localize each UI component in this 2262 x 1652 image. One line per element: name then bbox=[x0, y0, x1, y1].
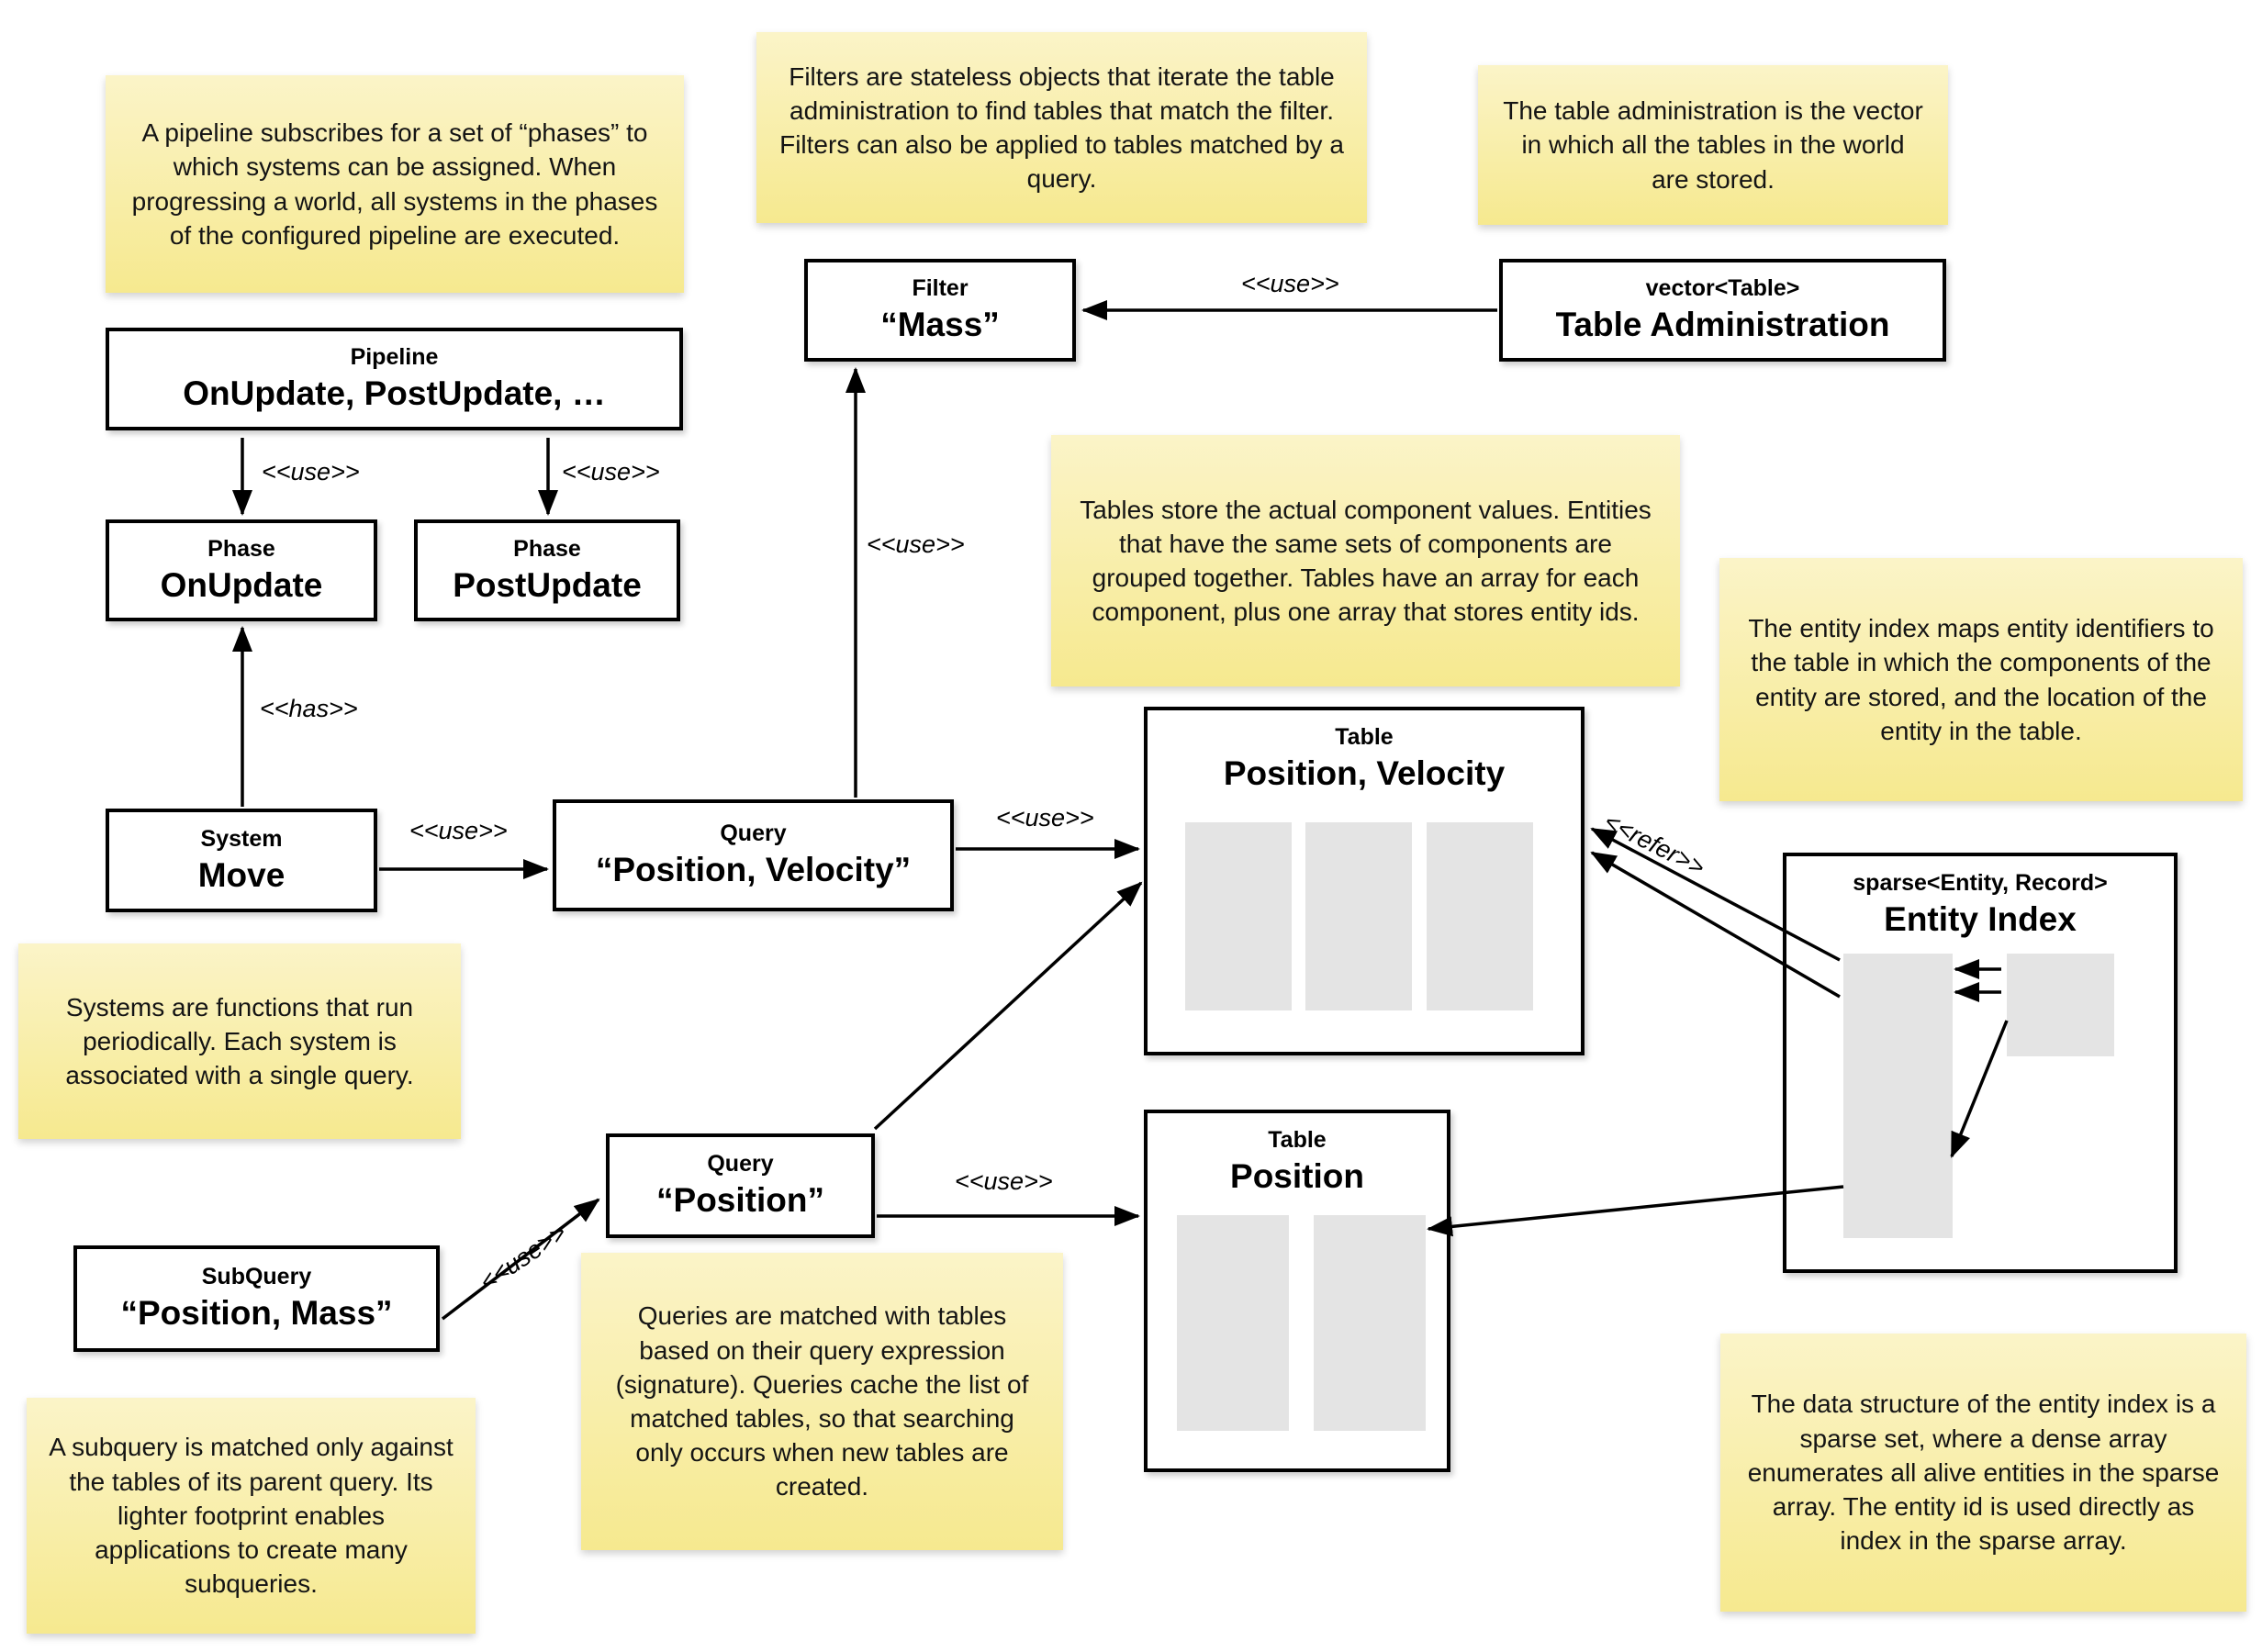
box-pipeline: Pipeline OnUpdate, PostUpdate, … bbox=[106, 328, 683, 430]
box-filter-mass-label: “Mass” bbox=[880, 306, 1000, 344]
box-phase-onupdate-title: Phase bbox=[207, 535, 275, 562]
box-subquery-position-mass-label: “Position, Mass” bbox=[120, 1294, 393, 1333]
box-subquery-position-mass-title: SubQuery bbox=[201, 1264, 312, 1290]
box-subquery-position-mass: SubQuery “Position, Mass” bbox=[73, 1245, 440, 1352]
box-phase-postupdate-label: PostUpdate bbox=[453, 565, 642, 604]
edge-label-use-system-query: <<use>> bbox=[409, 817, 508, 844]
box-query-position-title: Query bbox=[707, 1151, 774, 1178]
note-table-administration: The table administration is the vector i… bbox=[1478, 65, 1948, 225]
box-phase-postupdate: Phase PostUpdate bbox=[414, 519, 680, 621]
edge-label-use-query-table-pv: <<use>> bbox=[996, 804, 1094, 832]
box-query-position-velocity: Query “Position, Velocity” bbox=[553, 799, 954, 911]
arrow-query-p-to-table-pv bbox=[873, 881, 1143, 1131]
component-array bbox=[1185, 822, 1292, 1010]
box-pipeline-title: Pipeline bbox=[350, 344, 439, 371]
box-table-position-velocity: Table Position, Velocity bbox=[1144, 707, 1585, 1055]
box-table-position-title: Table bbox=[1268, 1127, 1327, 1153]
box-query-position-label: “Position” bbox=[656, 1181, 824, 1220]
box-system-move: System Move bbox=[106, 809, 377, 912]
box-phase-onupdate-label: OnUpdate bbox=[160, 565, 323, 604]
box-table-position: Table Position bbox=[1144, 1110, 1450, 1472]
component-array bbox=[1314, 1215, 1426, 1431]
box-table-position-velocity-title: Table bbox=[1335, 724, 1394, 750]
note-subquery: A subquery is matched only against the t… bbox=[27, 1398, 476, 1634]
box-query-position: Query “Position” bbox=[606, 1133, 875, 1238]
box-entity-index: sparse<Entity, Record> Entity Index bbox=[1783, 853, 2178, 1273]
dense-array bbox=[2007, 954, 2114, 1056]
box-system-move-label: Move bbox=[197, 855, 286, 894]
box-phase-onupdate: Phase OnUpdate bbox=[106, 519, 377, 621]
box-phase-postupdate-title: Phase bbox=[513, 535, 581, 562]
edge-label-use-subquery-query: <<use>> bbox=[475, 1218, 572, 1297]
box-query-position-velocity-label: “Position, Velocity” bbox=[595, 851, 912, 889]
box-filter-mass-title: Filter bbox=[912, 275, 969, 302]
note-sparse-set: The data structure of the entity index i… bbox=[1720, 1334, 2246, 1612]
box-filter-mass: Filter “Mass” bbox=[804, 259, 1076, 362]
edge-label-use-pipeline-postupdate: <<use>> bbox=[562, 458, 660, 486]
box-table-administration-label: Table Administration bbox=[1555, 306, 1890, 344]
edge-label-use-pipeline-onupdate: <<use>> bbox=[262, 458, 360, 486]
box-table-administration: vector<Table> Table Administration bbox=[1499, 259, 1946, 362]
box-table-administration-title: vector<Table> bbox=[1645, 275, 1800, 302]
note-pipeline: A pipeline subscribes for a set of “phas… bbox=[106, 75, 684, 293]
sparse-array bbox=[1843, 954, 1953, 1238]
edge-label-use-query-filter: <<use>> bbox=[867, 530, 965, 558]
component-array bbox=[1177, 1215, 1289, 1431]
note-filters: Filters are stateless objects that itera… bbox=[756, 32, 1367, 223]
box-query-position-velocity-title: Query bbox=[720, 820, 787, 847]
edge-label-has-system-phase: <<has>> bbox=[260, 695, 358, 722]
note-systems: Systems are functions that run periodica… bbox=[18, 943, 461, 1139]
box-pipeline-label: OnUpdate, PostUpdate, … bbox=[183, 374, 606, 413]
note-entity-index: The entity index maps entity identifiers… bbox=[1719, 558, 2243, 801]
note-queries: Queries are matched with tables based on… bbox=[581, 1253, 1063, 1550]
component-array bbox=[1305, 822, 1412, 1010]
edge-label-use-query-table-p: <<use>> bbox=[955, 1167, 1053, 1195]
note-tables: Tables store the actual component values… bbox=[1051, 435, 1680, 686]
box-entity-index-title: sparse<Entity, Record> bbox=[1853, 870, 2108, 896]
box-table-position-velocity-label: Position, Velocity bbox=[1223, 754, 1506, 793]
box-table-position-label: Position bbox=[1230, 1157, 1364, 1196]
edge-label-use-admin-filter: <<use>> bbox=[1241, 270, 1339, 297]
component-array bbox=[1427, 822, 1533, 1010]
edge-label-refer-entityindex-table: <<refer>> bbox=[1599, 807, 1709, 882]
arrow-entityindex-to-table-p bbox=[1427, 1185, 1844, 1237]
box-entity-index-label: Entity Index bbox=[1884, 900, 2077, 939]
box-system-move-title: System bbox=[200, 825, 283, 852]
